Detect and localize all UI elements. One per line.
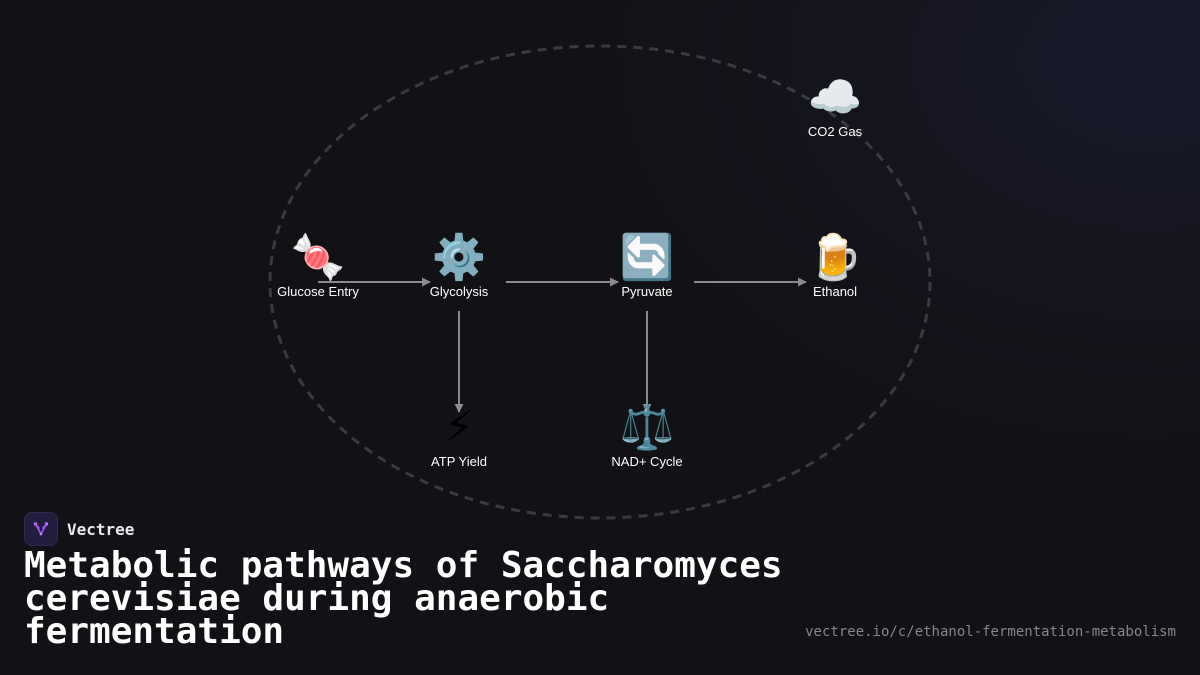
- node-label: CO2 Gas: [807, 124, 863, 139]
- node-atp-yield[interactable]: ⚡ ATP Yield: [389, 402, 529, 470]
- node-ethanol[interactable]: 🍺 Ethanol: [765, 232, 905, 300]
- cloud-icon: ☁️: [807, 72, 863, 123]
- source-url[interactable]: vectree.io/c/ethanol-fermentation-metabo…: [805, 624, 1176, 640]
- beer-mug-icon: 🍺: [807, 232, 863, 283]
- lightning-icon: ⚡: [443, 402, 475, 453]
- page-title: Metabolic pathways of Saccharomyces cere…: [24, 545, 783, 652]
- vectree-logo-icon: [24, 512, 58, 546]
- brand: Vectree: [24, 512, 134, 546]
- node-label: Glucose Entry: [277, 284, 359, 299]
- node-label: ATP Yield: [431, 454, 487, 469]
- node-label: Ethanol: [812, 284, 858, 299]
- node-glycolysis[interactable]: ⚙️ Glycolysis: [389, 232, 529, 300]
- node-pyruvate[interactable]: 🔄 Pyruvate: [577, 232, 717, 300]
- cell-boundary: [268, 44, 932, 520]
- candy-icon: 🍬: [290, 232, 346, 283]
- node-glucose-entry[interactable]: 🍬 Glucose Entry: [248, 232, 388, 300]
- brand-name: Vectree: [67, 519, 135, 539]
- gear-icon: ⚙️: [431, 232, 487, 283]
- node-label: NAD+ Cycle: [611, 454, 683, 469]
- balance-scale-icon: ⚖️: [619, 402, 675, 453]
- edge-group: [318, 277, 807, 413]
- node-co2-gas[interactable]: ☁️ CO2 Gas: [765, 72, 905, 140]
- node-label: Pyruvate: [621, 284, 673, 299]
- node-nad-cycle[interactable]: ⚖️ NAD+ Cycle: [577, 402, 717, 470]
- cycle-arrows-icon: 🔄: [619, 232, 675, 283]
- node-label: Glycolysis: [429, 284, 489, 299]
